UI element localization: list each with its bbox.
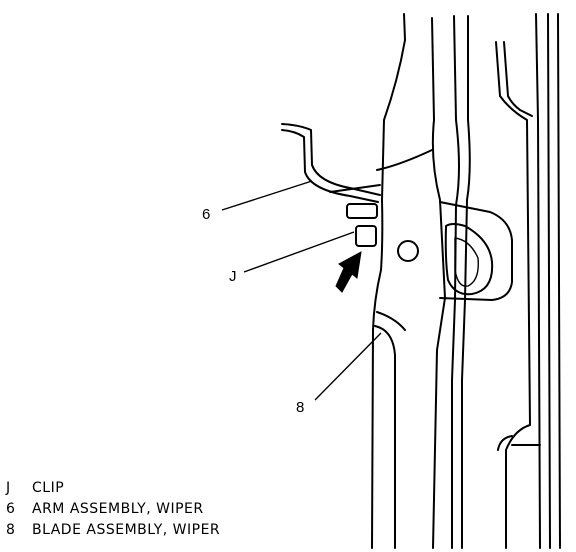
blade-assembly-drawing	[371, 13, 446, 549]
legend-row-blade: 8 BLADE ASSEMBLY, WIPER	[6, 520, 220, 541]
clip-arrow-icon	[335, 251, 362, 293]
leader-8	[314, 332, 382, 401]
legend-text: BLADE ASSEMBLY, WIPER	[32, 522, 221, 538]
legend: J CLIP 6 ARM ASSEMBLY, WIPER 8 BLADE ASS…	[6, 478, 220, 541]
callout-j: J	[229, 268, 237, 285]
clip-drawing	[346, 203, 378, 247]
legend-row-clip: J CLIP	[6, 478, 220, 499]
legend-key: 6	[6, 501, 16, 517]
callout-8: 8	[296, 399, 304, 416]
leader-j	[243, 231, 355, 273]
legend-text: CLIP	[32, 480, 65, 496]
legend-text: ARM ASSEMBLY, WIPER	[32, 501, 204, 517]
legend-key: J	[6, 480, 11, 496]
leader-6	[221, 180, 313, 211]
body-edges-drawing	[451, 13, 561, 549]
pivot-connector-drawing	[439, 201, 513, 301]
legend-key: 8	[6, 522, 16, 538]
wiper-arm-drawing	[281, 123, 381, 203]
legend-row-arm: 6 ARM ASSEMBLY, WIPER	[6, 499, 220, 520]
callout-6: 6	[202, 206, 210, 223]
